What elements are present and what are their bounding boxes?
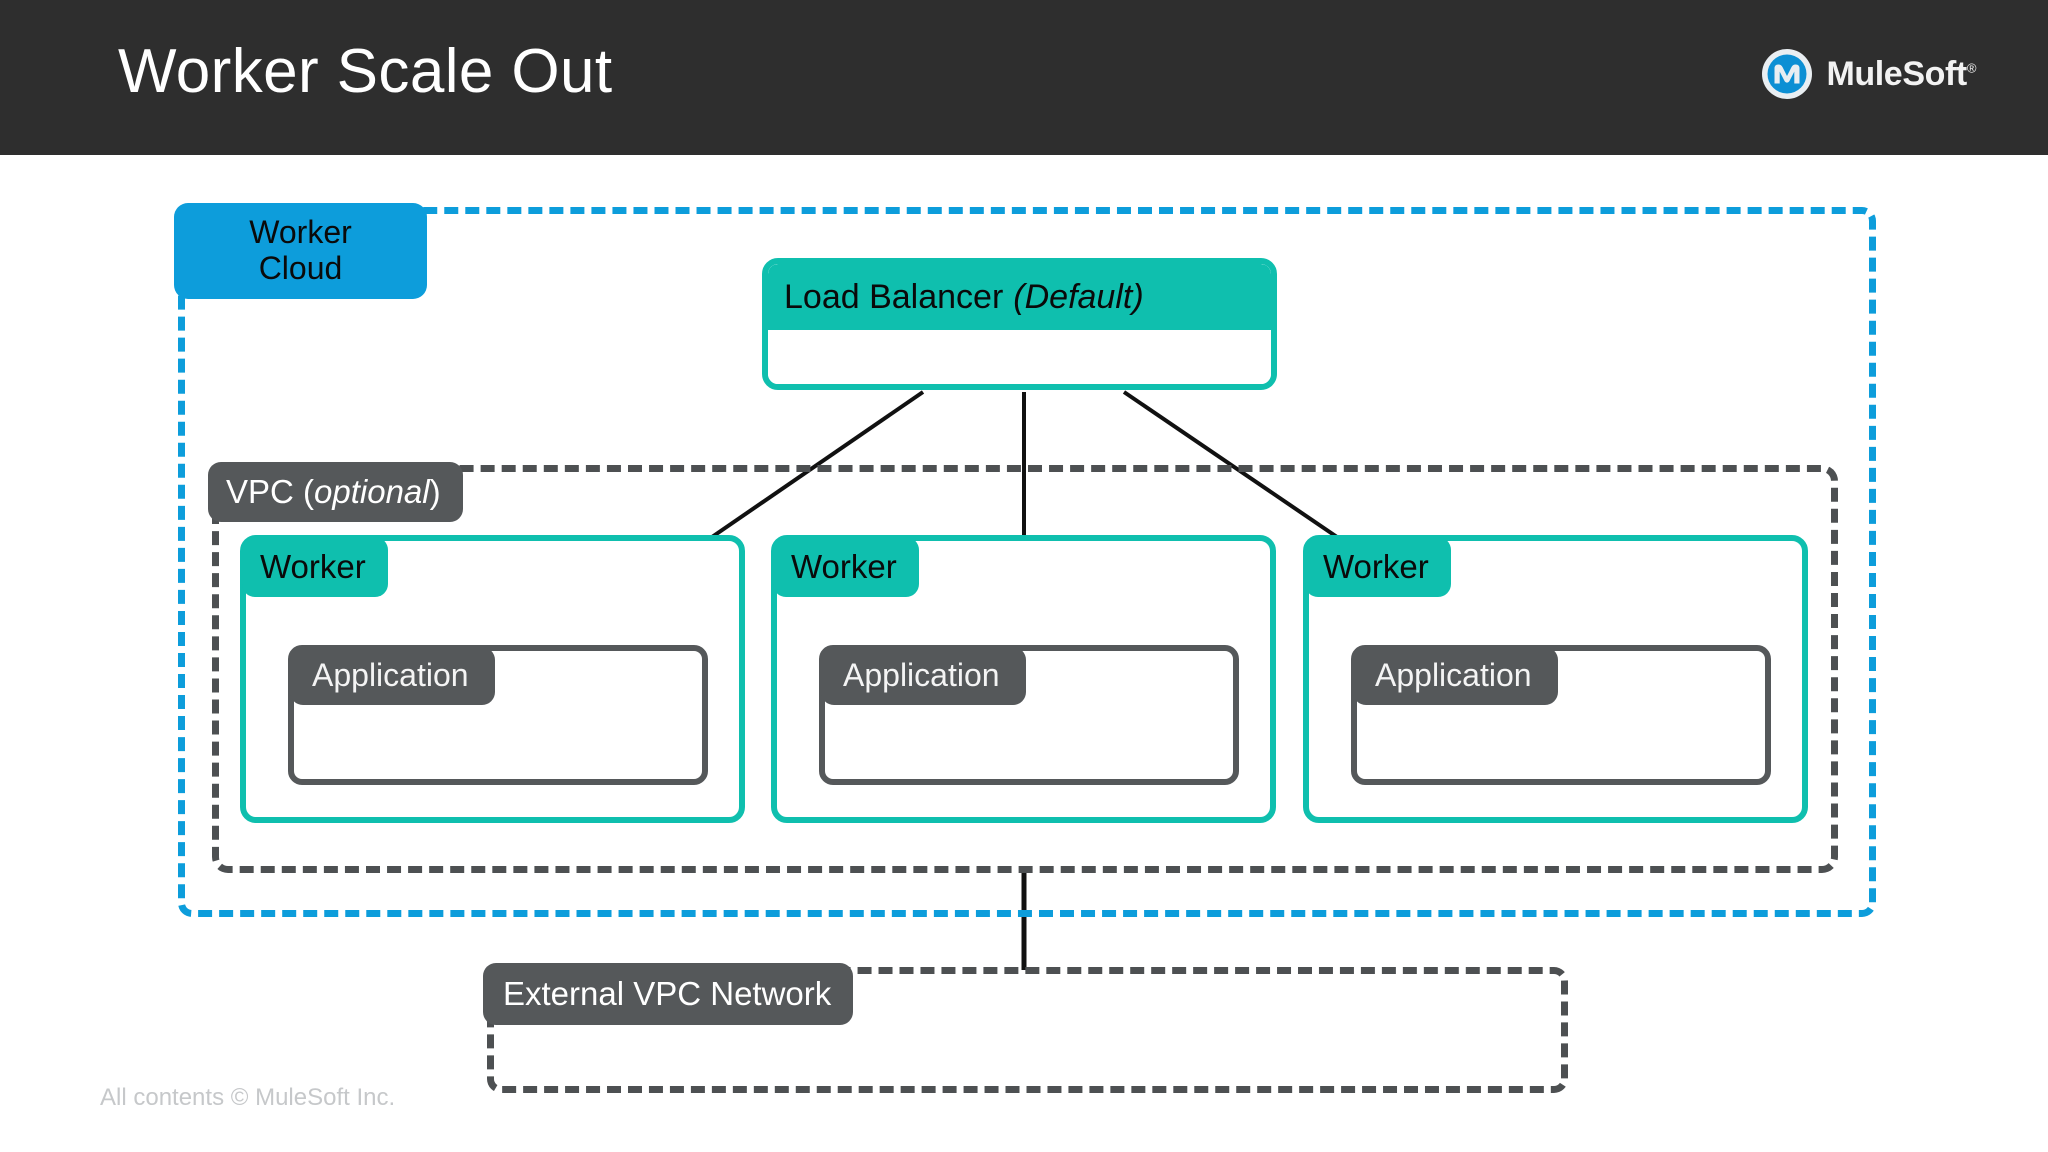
vpc-boundary: [212, 465, 1838, 873]
worker-box: Worker Application: [1303, 535, 1808, 823]
external-vpc-network-label: External VPC Network: [483, 963, 854, 1025]
worker-cloud-label-line2: Cloud: [258, 250, 343, 286]
application-label: Application: [1353, 647, 1558, 705]
application-label: Application: [821, 647, 1026, 705]
worker-label: Worker: [773, 537, 919, 597]
load-balancer-label: Load Balancer: [784, 277, 1004, 316]
application-label: Application: [290, 647, 495, 705]
vpc-label-suffix: ): [429, 472, 441, 510]
external-vpc-network-boundary: [487, 967, 1568, 1093]
worker-cloud-label-line1: Worker: [249, 214, 352, 251]
load-balancer-header: Load Balancer (Default): [768, 264, 1271, 330]
mulesoft-wordmark: MuleSoft®: [1826, 55, 1976, 94]
load-balancer-qualifier: (Default): [1013, 277, 1144, 316]
mulesoft-logo: MuleSoft®: [1761, 48, 1976, 100]
mulesoft-m-icon: [1762, 49, 1813, 99]
load-balancer-body: [768, 330, 1271, 384]
footer-copyright: All contents © MuleSoft Inc.: [100, 1084, 396, 1111]
page-title: Worker Scale Out: [118, 37, 613, 106]
registered-mark: ®: [1966, 60, 1977, 76]
application-box: Application: [1351, 645, 1771, 785]
worker-cloud-label: Worker Cloud: [174, 203, 427, 299]
application-box: Application: [288, 645, 708, 785]
worker-box: Worker Application: [771, 535, 1276, 823]
worker-label: Worker: [1305, 537, 1451, 597]
worker-cloud-boundary: [178, 207, 1876, 917]
vpc-label: VPC (optional): [208, 462, 463, 522]
brand-name: MuleSoft: [1826, 54, 1967, 93]
worker-label: Worker: [242, 537, 388, 597]
vpc-label-prefix: VPC (: [226, 472, 315, 510]
vpc-label-optional: optional: [314, 472, 430, 510]
load-balancer-box: Load Balancer (Default): [762, 258, 1277, 390]
application-box: Application: [819, 645, 1239, 785]
header-bar: [0, 0, 2048, 155]
worker-box: Worker Application: [240, 535, 745, 823]
